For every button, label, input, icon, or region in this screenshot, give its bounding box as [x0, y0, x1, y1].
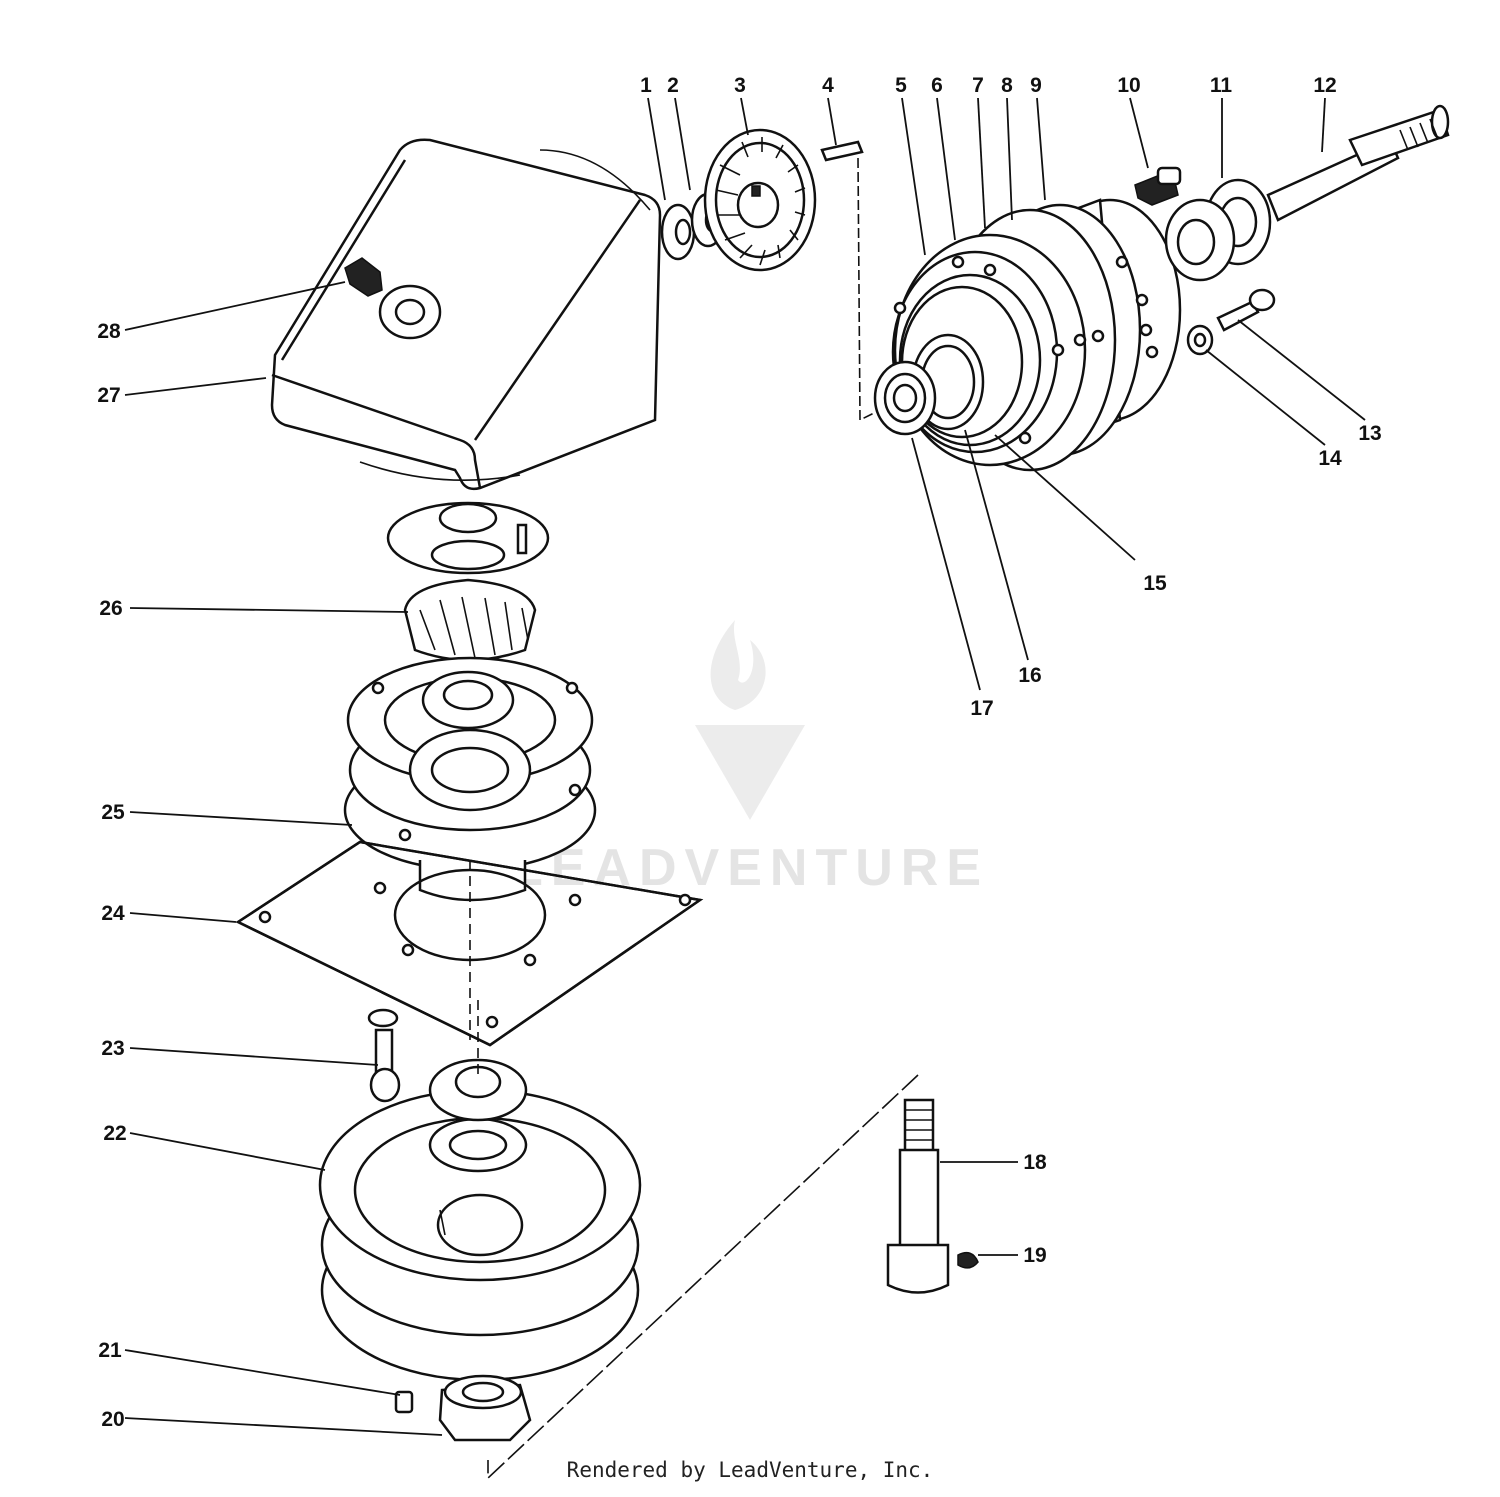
callout-19: 19 — [1023, 1244, 1046, 1267]
watermark: LEADVENTURE — [511, 620, 989, 897]
callout-11: 11 — [1210, 74, 1233, 97]
part-26-pinion-gear — [386, 501, 550, 662]
callout-22: 22 — [103, 1122, 126, 1145]
assembly-line-4 — [857, 157, 881, 422]
part-25-lower-housing — [343, 656, 597, 902]
callout-12: 12 — [1313, 74, 1336, 97]
part-14-lock-washer — [1186, 324, 1214, 356]
part-5-9-bearing-housing — [891, 198, 1182, 472]
callout-28: 28 — [97, 320, 121, 343]
watermark-text: LEADVENTURE — [511, 839, 989, 897]
callout-25: 25 — [101, 801, 125, 824]
callout-4: 4 — [822, 74, 834, 97]
part-23-bolt — [367, 1008, 401, 1103]
callout-1: 1 — [640, 74, 652, 97]
callout-21: 21 — [98, 1339, 122, 1362]
leader-lines — [124, 97, 1366, 1436]
callout-8: 8 — [1001, 74, 1013, 97]
part-19-woodruff-key — [957, 1251, 979, 1269]
flame-v-logo-icon — [695, 620, 805, 820]
callout-24: 24 — [101, 902, 125, 925]
callout-14: 14 — [1318, 447, 1342, 470]
part-13-cap-screw — [1216, 288, 1276, 332]
callout-26: 26 — [99, 597, 122, 620]
callout-10: 10 — [1117, 74, 1140, 97]
part-24-mounting-plate — [235, 840, 704, 1047]
part-17-seal — [873, 360, 937, 436]
part-4-key — [820, 140, 864, 162]
part-18-spindle-shaft — [886, 1098, 950, 1294]
part-11-bearing — [1164, 178, 1272, 282]
part-20-hub — [438, 1374, 532, 1442]
callout-27: 27 — [97, 384, 120, 407]
callout-13: 13 — [1358, 422, 1381, 445]
part-3-bevel-gear — [703, 128, 817, 272]
callout-17: 17 — [970, 697, 993, 720]
callout-15: 15 — [1143, 572, 1167, 595]
callout-23: 23 — [101, 1037, 124, 1060]
callout-6: 6 — [931, 74, 943, 97]
callout-7: 7 — [972, 74, 984, 97]
part-12-splined-shaft — [1266, 104, 1450, 222]
callout-numbers: 1 2 3 4 5 6 7 8 9 10 11 12 13 14 15 16 1… — [97, 74, 1381, 1431]
assembly-line-center — [469, 860, 479, 1080]
part-1-nut — [660, 203, 696, 261]
callout-5: 5 — [895, 74, 907, 97]
part-28-breather-plug — [344, 257, 442, 340]
part-27-gearbox-housing — [270, 138, 662, 491]
assembly-line-18 — [487, 1074, 919, 1480]
callout-3: 3 — [734, 74, 746, 97]
part-21-set-screw — [394, 1390, 414, 1414]
callout-20: 20 — [101, 1408, 124, 1431]
callout-16: 16 — [1018, 664, 1041, 687]
footer-credit: Rendered by LeadVenture, Inc. — [566, 1458, 934, 1482]
part-22-pulley — [318, 1058, 642, 1382]
callout-18: 18 — [1023, 1151, 1047, 1174]
callout-9: 9 — [1030, 74, 1042, 97]
callout-2: 2 — [667, 74, 679, 97]
part-10-grease-fitting — [1134, 166, 1182, 206]
